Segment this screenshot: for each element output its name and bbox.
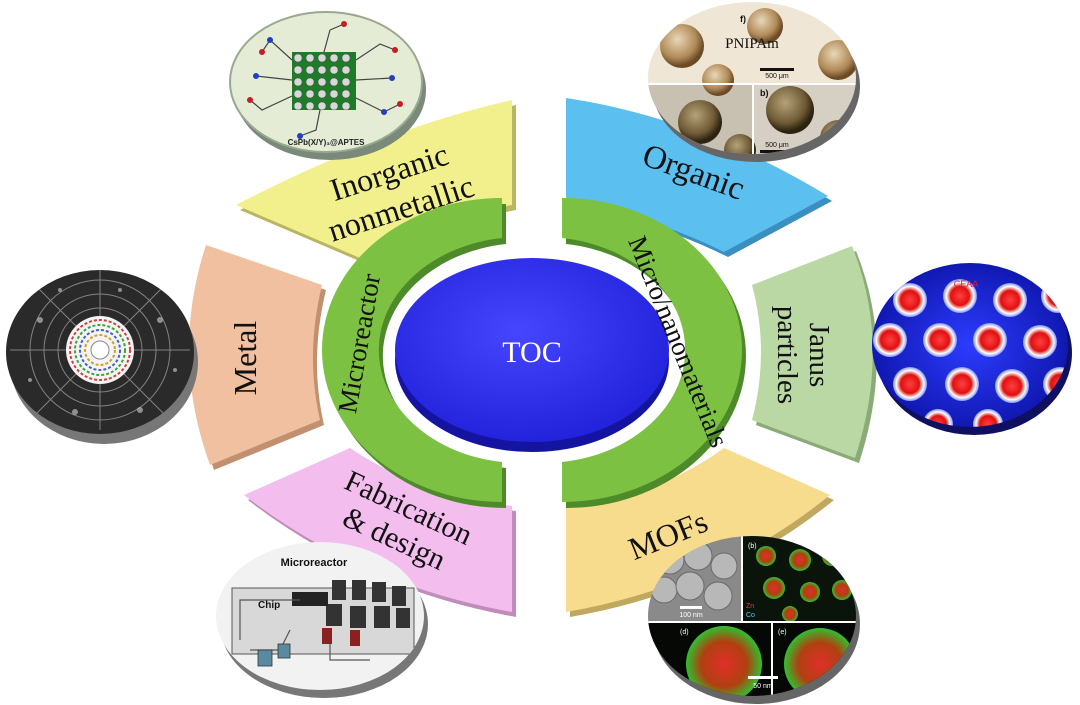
ring-left-half[interactable] (322, 198, 502, 502)
mof-legend-zn: Zn (746, 603, 754, 610)
perovskite-image: CsPb(X/Y)₃@APTES (229, 11, 426, 160)
mof-panel-b: (b) (748, 543, 757, 550)
metal-label: Metal (227, 321, 263, 396)
segment-janus[interactable] (752, 246, 873, 458)
outer-segments (188, 98, 877, 617)
metal-image (6, 270, 198, 444)
center-label: TOC (502, 336, 561, 369)
microreactor-image: Microreactor Chip (216, 542, 428, 698)
pnipam-scale-top: 500 μm (765, 73, 789, 80)
pnipam-title: PNIPAm (725, 36, 779, 52)
segment-fabrication[interactable] (244, 448, 512, 612)
mof-image: 100 nm (b) Zn Co (d) (e) 50 nm (648, 536, 860, 704)
janus-image-label: CEAA (954, 279, 979, 289)
pnipam-panel-b: b) (760, 88, 769, 98)
pnipam-panel-f: f) (740, 14, 746, 24)
mof-panel-e: (e) (778, 629, 787, 636)
segment-metal[interactable] (188, 245, 322, 465)
segment-mofs[interactable] (566, 448, 830, 612)
mof-legend-co: Co (746, 612, 755, 619)
pnipam-image: PNIPAm f) b) 500 μm 500 μm (648, 2, 860, 162)
mof-scale-bottom: 50 nm (753, 683, 773, 690)
perovskite-caption: CsPb(X/Y)₃@APTES (288, 138, 366, 147)
microreactor-title: Microreactor (281, 557, 348, 569)
perovskite-crystal (247, 21, 403, 139)
microreactor-chip-label: Chip (258, 600, 280, 611)
janus-image: CEAA (872, 263, 1072, 435)
pnipam-scale-bottom: 500 μm (765, 142, 789, 149)
mof-scale-left: 100 nm (679, 612, 703, 619)
mof-panel-d: (d) (680, 629, 689, 636)
janus-label-line2: particles (771, 306, 803, 404)
janus-label-line1: Janus (803, 323, 835, 387)
ring-right-half[interactable] (562, 198, 742, 502)
green-ring (322, 198, 746, 508)
center-disc[interactable]: TOC (395, 258, 669, 452)
